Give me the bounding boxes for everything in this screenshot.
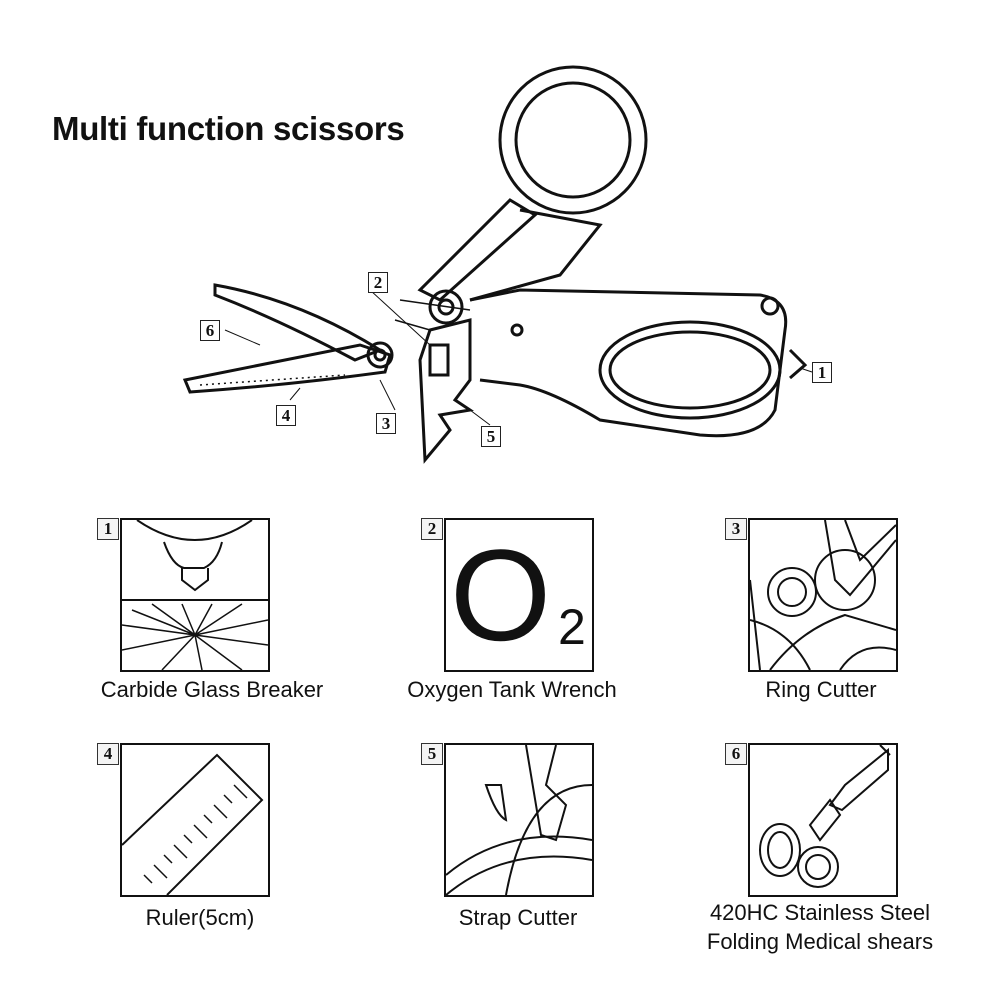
- caption-strap-cutter: Strap Cutter: [458, 905, 578, 930]
- ring-cutter-icon: [750, 520, 896, 670]
- caption-glass-breaker: Carbide Glass Breaker: [100, 677, 324, 702]
- ruler-panel: [120, 743, 270, 897]
- strap-cutter-icon: [446, 745, 592, 895]
- caption-ruler: Ruler(5cm): [145, 905, 255, 930]
- page-title: Multi function scissors: [52, 110, 405, 147]
- glass-breaker-panel: [120, 518, 270, 672]
- caption-shears-line2: Folding Medical shears: [706, 929, 934, 954]
- feature-number-4: 4: [97, 743, 119, 765]
- ruler-icon: [122, 753, 264, 895]
- shears-panel: [748, 743, 898, 897]
- shears-icon: [759, 745, 891, 888]
- ring-cutter-panel: [748, 518, 898, 672]
- strap-cutter-panel: [444, 743, 594, 897]
- feature-number-5: 5: [421, 743, 443, 765]
- oxygen-subscript: 2: [558, 599, 586, 655]
- scissors-illustration: [182, 65, 813, 464]
- caption-shears-line1: 420HC Stainless Steel: [709, 900, 931, 925]
- glass-breaker-icon: [122, 520, 268, 670]
- feature-number-2: 2: [421, 518, 443, 540]
- callout-6: 6: [200, 320, 220, 341]
- callout-4: 4: [276, 405, 296, 426]
- oxygen-symbol: O: [450, 522, 552, 668]
- callout-2: 2: [368, 272, 388, 293]
- callout-1: 1: [812, 362, 832, 383]
- feature-number-1: 1: [97, 518, 119, 540]
- callout-5: 5: [481, 426, 501, 447]
- caption-oxygen-wrench: Oxygen Tank Wrench: [407, 677, 617, 702]
- feature-number-6: 6: [725, 743, 747, 765]
- oxygen-wrench-panel: O 2: [444, 518, 594, 672]
- caption-ring-cutter: Ring Cutter: [765, 677, 877, 702]
- feature-number-3: 3: [725, 518, 747, 540]
- callout-3: 3: [376, 413, 396, 434]
